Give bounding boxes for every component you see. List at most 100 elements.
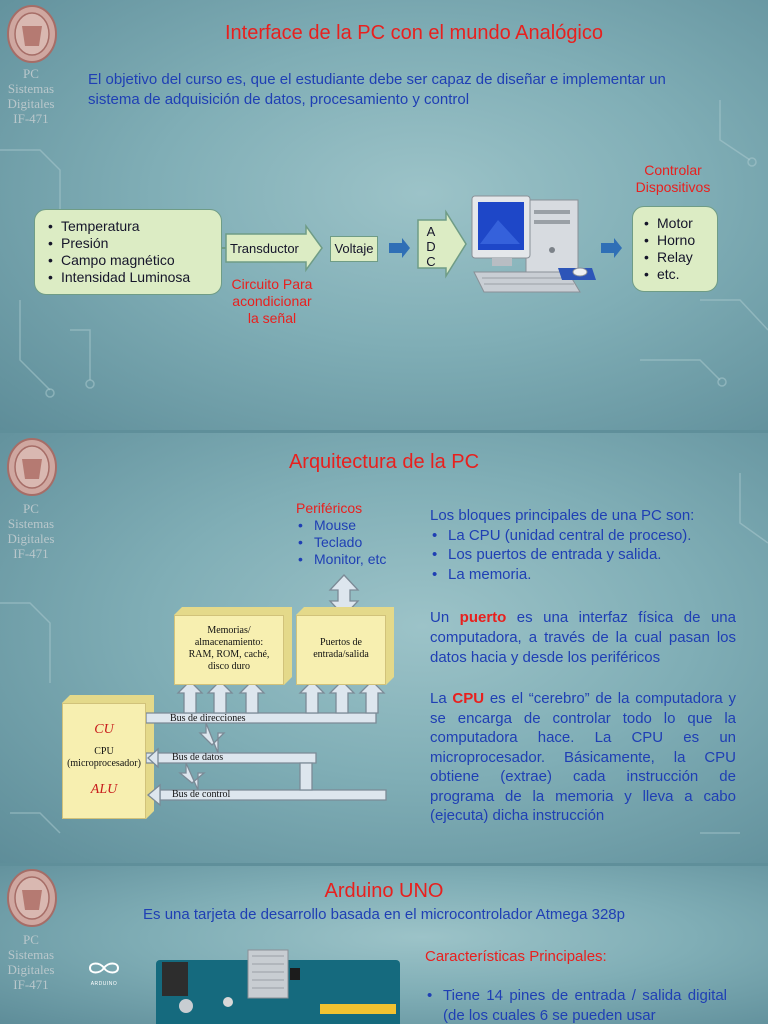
- blocks-intro: Los bloques principales de una PC son:: [430, 507, 695, 524]
- block-item: La CPU (unidad central de proceso).: [430, 526, 736, 546]
- sidebar-line: PC: [23, 932, 39, 947]
- adc-letter: A: [426, 224, 436, 239]
- caption-line: Dispositivos: [635, 179, 711, 195]
- caption-line: Circuito Para: [231, 276, 313, 292]
- device-item: Relay: [641, 249, 717, 266]
- sidebar-line: Digitales: [7, 96, 55, 111]
- circuit-background: [0, 473, 768, 834]
- cpu-box: CU CPU (microprocesador) ALU: [62, 703, 146, 819]
- adc-arrow-shape: [417, 209, 467, 279]
- sidebar-line: Sistemas: [7, 947, 55, 962]
- sensor-item: Temperatura: [45, 218, 221, 235]
- main-blocks-text: Los bloques principales de una PC son: L…: [430, 506, 736, 584]
- features-title: Características Principales:: [425, 948, 607, 965]
- data-bus: [145, 752, 317, 764]
- voltage-to-adc-arrow: [389, 238, 410, 258]
- slide-interface-pc: PC Sistemas Digitales IF-471 Interface d…: [0, 0, 768, 430]
- slide-arduino-uno: PC Sistemas Digitales IF-471 Arduino UNO…: [0, 866, 768, 1024]
- caption-line: la señal: [247, 310, 297, 326]
- cpu-text-rest: es el “cerebro” de la computadora y se e…: [430, 690, 736, 824]
- data-bus-label: Bus de datos: [172, 752, 224, 763]
- sidebar-course-label: PC Sistemas Digitales IF-471: [0, 501, 62, 561]
- cpu-label: CPU: [94, 746, 114, 757]
- features-list: Tiene 14 pines de entrada / salida digit…: [425, 986, 727, 1024]
- io-ports-box: Puertos de entrada/salida: [296, 615, 386, 685]
- data-bus-arrowhead: [147, 747, 159, 769]
- block-item: La memoria.: [430, 565, 736, 585]
- ports-box-line: entrada/salida: [313, 649, 369, 660]
- port-definition-text: Un puerto es una interfaz física de una …: [430, 608, 736, 668]
- caption-line: acondicionar: [232, 293, 312, 309]
- sidebar-line: Sistemas: [7, 81, 55, 96]
- memory-box-line: disco duro: [208, 661, 250, 672]
- peripheral-item: Monitor, etc: [296, 551, 386, 568]
- transducer-arrow-shape: [225, 223, 323, 273]
- desktop-computer-icon: [471, 195, 596, 293]
- memory-box-line: almacenamiento:: [194, 637, 264, 648]
- peripheral-item: Teclado: [296, 534, 386, 551]
- adc-letter: D: [426, 239, 436, 254]
- memory-box-line: Memorias/: [207, 625, 251, 636]
- device-item: Motor: [641, 215, 717, 232]
- slide-pc-architecture: PC Sistemas Digitales IF-471 Arquitectur…: [0, 433, 768, 863]
- sensor-item: Presión: [45, 235, 221, 252]
- sidebar-line: IF-471: [13, 546, 49, 561]
- arduino-logo: ARDUINO: [86, 960, 122, 987]
- ports-box-line: Puertos de: [320, 637, 362, 648]
- arduino-infinity-icon: [88, 962, 120, 974]
- university-seal-icon: [7, 438, 57, 496]
- port-text-pre: Un: [430, 609, 460, 626]
- address-bus-label: Bus de direcciones: [170, 713, 246, 724]
- control-bus-arrowhead: [146, 783, 161, 807]
- caption-line: Controlar: [644, 162, 702, 178]
- memory-box-line: RAM, ROM, caché,: [188, 649, 270, 660]
- sensors-box: Temperatura Presión Campo magnético Inte…: [34, 209, 222, 295]
- university-seal-icon: [7, 5, 57, 63]
- signal-flow-arrows: [222, 209, 622, 279]
- university-seal-icon: [7, 869, 57, 927]
- feature-item: Tiene 14 pines de entrada / salida digit…: [425, 986, 727, 1024]
- sidebar-line: Sistemas: [7, 516, 55, 531]
- arduino-board-image: [156, 949, 400, 1024]
- alu-label: ALU: [90, 782, 118, 797]
- cpu-keyword: CPU: [452, 690, 485, 707]
- voltage-box: Voltaje: [330, 236, 378, 262]
- sidebar-line: IF-471: [13, 977, 49, 992]
- device-item: etc.: [641, 266, 717, 283]
- transducer-label: Transductor: [230, 241, 299, 256]
- block-item: Los puertos de entrada y salida.: [430, 545, 736, 565]
- adc-label: A D C: [425, 224, 437, 269]
- sidebar-line: PC: [23, 501, 39, 516]
- sidebar-course-label: PC Sistemas Digitales IF-471: [0, 932, 62, 992]
- adc-letter: C: [426, 254, 436, 269]
- peripheral-item: Mouse: [296, 517, 386, 534]
- sidebar-line: IF-471: [13, 111, 49, 126]
- pc-to-devices-arrow: [601, 238, 622, 258]
- port-text-rest: es una interfaz física de una computador…: [430, 609, 736, 666]
- device-item: Horno: [641, 232, 717, 249]
- memory-box: Memorias/ almacenamiento: RAM, ROM, cach…: [174, 615, 284, 685]
- devices-box: Motor Horno Relay etc.: [632, 206, 718, 292]
- control-unit-label: CU: [94, 722, 114, 737]
- slide-title: Interface de la PC con el mundo Analógic…: [224, 22, 604, 44]
- peripherals-title: Periféricos: [296, 500, 363, 516]
- sensor-item: Intensidad Luminosa: [45, 269, 221, 286]
- port-keyword: puerto: [459, 609, 507, 626]
- slide-title: Arquitectura de la PC: [288, 451, 480, 473]
- control-devices-caption: Controlar Dispositivos: [628, 162, 718, 196]
- sidebar-line: Digitales: [7, 531, 55, 546]
- sidebar-line: Digitales: [7, 962, 55, 977]
- cpu-definition-text: La CPU es el “cerebro” de la computadora…: [430, 689, 736, 826]
- slide-title: Arduino UNO: [324, 880, 444, 902]
- signal-conditioning-caption: Circuito Para acondicionar la señal: [222, 276, 322, 327]
- address-bus: [145, 712, 377, 724]
- cpu-sublabel: (microprocesador): [67, 758, 141, 769]
- peripherals-block: Periféricos Mouse Teclado Monitor, etc: [296, 500, 386, 568]
- sidebar-line: PC: [23, 66, 39, 81]
- cpu-text-pre: La: [430, 690, 453, 707]
- arduino-subtitle: Es una tarjeta de desarrollo basada en e…: [143, 906, 625, 923]
- control-bus-label: Bus de control: [172, 789, 231, 800]
- sensor-item: Campo magnético: [45, 252, 221, 269]
- sidebar-course-label: PC Sistemas Digitales IF-471: [0, 66, 62, 126]
- course-objective-text: El objetivo del curso es, que el estudia…: [88, 71, 666, 108]
